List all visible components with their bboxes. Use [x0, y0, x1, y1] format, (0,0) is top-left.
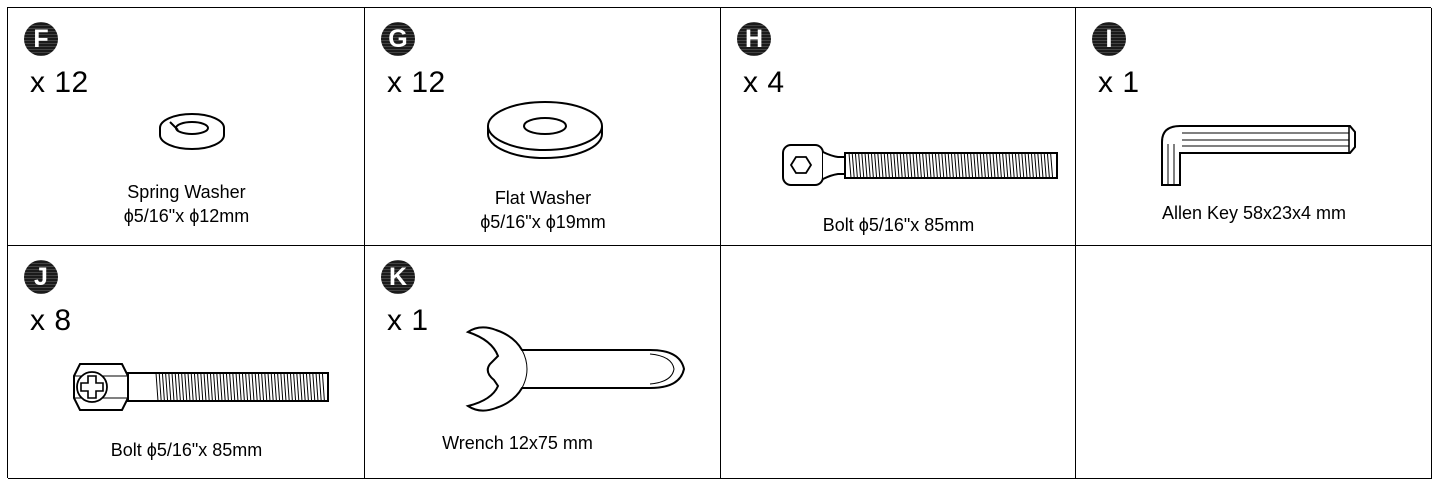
part-letter-badge: G	[381, 22, 415, 56]
part-label: Wrench 12x75 mm	[442, 433, 593, 453]
part-quantity: x 12	[387, 66, 446, 99]
socket-bolt-icon	[782, 144, 1058, 186]
part-cell-socket-bolt: H x 4 Bolt ϕ5/16"x 85mm	[721, 8, 1076, 246]
wrench-icon	[465, 326, 686, 412]
part-cell-hex-bolt: J x 8 Bolt ϕ5/16"x 85mm	[8, 246, 365, 479]
part-letter-badge: I	[1092, 22, 1126, 56]
part-letter-badge: J	[24, 260, 58, 294]
parts-grid: F x 12 Spring Washer ϕ5/16"x ϕ12mm G x 1…	[7, 7, 1432, 479]
hex-bolt-icon	[73, 363, 329, 411]
part-cell-allen-key: I x 1 Allen Key 58x23x4 mm	[1076, 8, 1432, 246]
part-label: Spring Washer ϕ5/16"x ϕ12mm	[8, 180, 364, 228]
part-quantity: x 4	[743, 66, 785, 99]
part-quantity: x 1	[1098, 66, 1140, 99]
part-cell-flat-washer: G x 12 Flat Washer ϕ5/16"x ϕ19mm	[365, 8, 721, 246]
part-letter-badge: H	[737, 22, 771, 56]
spring-washer-icon	[159, 113, 225, 150]
part-spec: ϕ5/16"x ϕ19mm	[480, 212, 606, 232]
part-label: Allen Key 58x23x4 mm	[1161, 203, 1347, 223]
part-label: Bolt ϕ5/16"x 85mm	[822, 215, 975, 235]
bolt-thread-lines	[155, 372, 325, 402]
part-quantity: x 1	[387, 304, 429, 337]
part-quantity: x 8	[30, 304, 72, 337]
part-label: Flat Washer ϕ5/16"x ϕ19mm	[365, 186, 720, 234]
part-cell-spring-washer: F x 12 Spring Washer ϕ5/16"x ϕ12mm	[8, 8, 365, 246]
part-name: Spring Washer	[127, 182, 246, 202]
part-spec: ϕ5/16"x ϕ12mm	[123, 206, 250, 226]
part-quantity: x 12	[30, 66, 89, 99]
allen-key-icon	[1161, 125, 1356, 186]
flat-washer-icon	[487, 101, 603, 159]
part-label: Bolt ϕ5/16"x 85mm	[110, 440, 263, 460]
part-letter-badge: K	[381, 260, 415, 294]
part-letter-badge: F	[24, 22, 58, 56]
empty-cell	[721, 246, 1076, 479]
empty-cell	[1076, 246, 1432, 479]
part-cell-wrench: K x 1 Wrench 12x75 mm	[365, 246, 721, 479]
bolt-thread-lines	[848, 152, 1054, 179]
part-name: Flat Washer	[494, 188, 592, 208]
